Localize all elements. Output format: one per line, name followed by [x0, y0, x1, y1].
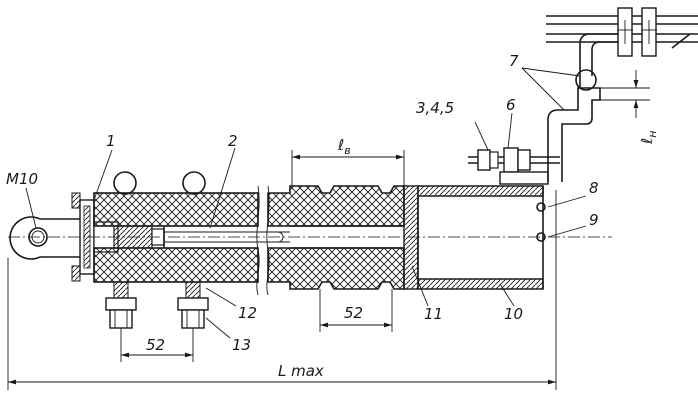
label-part-9: 9	[589, 211, 599, 229]
label-part-8: 8	[589, 179, 599, 197]
label-part-11: 11	[424, 305, 443, 323]
dimension-l-h: ℓн	[638, 131, 659, 145]
busbar-detail	[546, 7, 698, 91]
label-part-10: 10	[504, 305, 523, 323]
label-part-12: 12	[238, 304, 257, 322]
break-lines	[256, 185, 270, 296]
clamp-assembly	[468, 87, 601, 185]
insulator-body-right	[267, 185, 405, 290]
dimension-l-b: ℓв	[337, 136, 351, 157]
dimension-lines	[7, 70, 650, 390]
end-fitting	[71, 192, 165, 282]
label-part-2: 2	[228, 132, 238, 150]
label-m10: M10	[6, 170, 38, 188]
dimension-52-middle: 52	[344, 304, 363, 322]
leader-lines	[25, 67, 587, 339]
label-part-7: 7	[509, 52, 519, 70]
dimension-l-max: L max	[278, 362, 324, 380]
eye-lug	[9, 216, 80, 260]
shield-tube	[403, 185, 546, 290]
label-part-1: 1	[106, 132, 116, 150]
label-parts-3-4-5: 3,4,5	[416, 99, 454, 117]
label-part-6: 6	[506, 96, 516, 114]
terminal-studs	[105, 281, 209, 329]
label-part-13: 13	[232, 336, 251, 354]
insulator-body-left	[93, 171, 290, 283]
labels: M10 1 2 3,4,5 6 7 8 9 10 11 12 13 52 52 …	[6, 52, 659, 380]
dimension-52-left: 52	[146, 336, 165, 354]
